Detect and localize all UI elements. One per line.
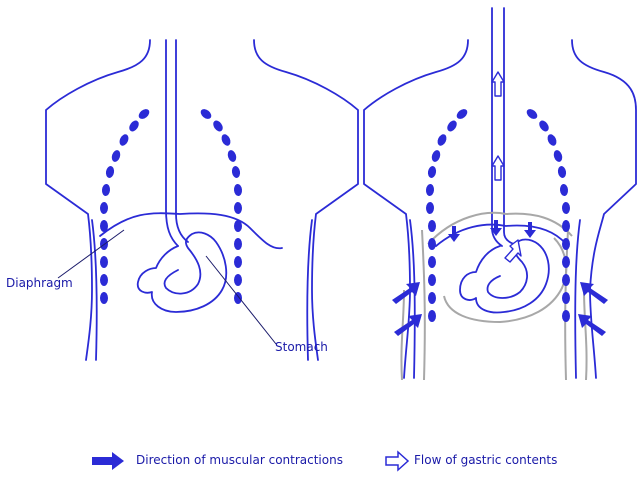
left-stomach	[136, 231, 228, 313]
flow-arrow-3	[504, 239, 522, 263]
flow-arrow-2	[491, 155, 505, 181]
contraction-arrow-left-lower	[394, 314, 422, 336]
left-diaphragm	[99, 212, 283, 250]
legend-muscular-contractions-label: Direction of muscular contractions	[136, 453, 343, 467]
diaphragm-label: Diaphragm	[6, 276, 73, 290]
left-torso-inner-lines	[91, 219, 313, 361]
diaphragm-leader-line	[57, 229, 125, 279]
contraction-arrow-diaphragm-3	[524, 222, 536, 238]
contraction-arrow-left-upper	[392, 282, 420, 304]
left-esophagus	[165, 39, 189, 247]
gastric-flow-arrows	[491, 71, 522, 263]
flow-arrow-1	[491, 71, 505, 97]
legend-hollow-arrow-icon	[385, 450, 410, 472]
right-stomach	[459, 238, 550, 314]
left-leader-lines	[57, 229, 277, 345]
right-muscle-dashes	[425, 109, 571, 322]
contraction-arrow-diaphragm-2	[490, 220, 502, 236]
right-torso-inner-lines	[409, 219, 581, 379]
legend-gastric-flow-label: Flow of gastric contents	[414, 453, 558, 467]
right-figure	[363, 7, 637, 379]
contraction-arrow-right-lower	[578, 314, 606, 336]
left-figure	[45, 39, 359, 361]
stomach-leader-line	[205, 255, 277, 345]
right-diaphragm	[435, 223, 567, 247]
contraction-arrow-right-upper	[580, 282, 608, 304]
legend	[92, 450, 410, 472]
right-torso-outline	[363, 39, 637, 379]
right-esophagus	[491, 7, 515, 247]
legend-solid-arrow-icon	[92, 452, 124, 470]
stomach-label: Stomach	[275, 340, 328, 354]
left-torso-outline	[45, 39, 359, 361]
contraction-arrow-diaphragm-1	[448, 226, 460, 242]
muscular-contraction-arrows	[392, 220, 608, 336]
